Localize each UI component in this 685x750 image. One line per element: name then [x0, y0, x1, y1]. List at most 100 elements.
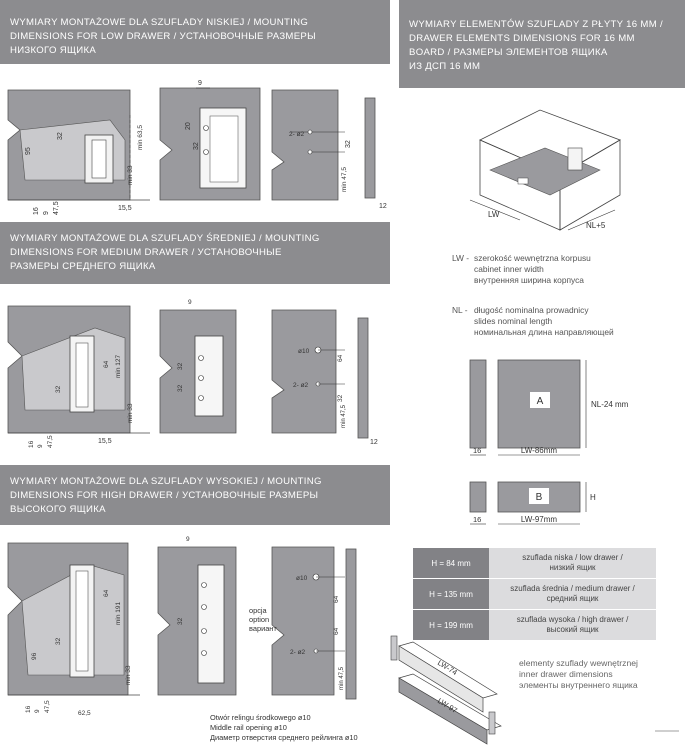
- high-dim-9b: 9: [186, 536, 190, 543]
- option-note-line-3: вариант: [249, 624, 277, 633]
- high-dim-475: 47,5: [44, 700, 51, 713]
- header-elements-line-4: ИЗ ДСП 16 ММ: [409, 61, 481, 72]
- table-row: H = 199 mm szuflada wysoka / high drawer…: [413, 610, 656, 640]
- low-dim-min475: min 47,5: [341, 167, 348, 192]
- high-dim-16: 16: [25, 705, 32, 713]
- high-front-drawing: ø10 2- ø2 64 64 min 47,5: [271, 546, 345, 696]
- table-desc-line-1: szuflada niska / low drawer /: [522, 553, 623, 562]
- high-dim-phi10: ø10: [296, 575, 308, 582]
- header-high-line-2: DIMENSIONS FOR HIGH DRAWER / УСТАНОВОЧНЫ…: [10, 490, 319, 501]
- medium-dim-32c: 32: [177, 384, 184, 392]
- header-low-line-2: DIMENSIONS FOR LOW DRAWER / УСТАНОВОЧНЫЕ…: [10, 31, 316, 42]
- low-dim-9b: 9: [198, 80, 202, 87]
- page-marker: [655, 730, 679, 732]
- legend-nl-abbr: NL -: [452, 305, 468, 315]
- table-height-cell: H = 84 mm: [413, 548, 489, 578]
- table-height-cell: H = 199 mm: [413, 610, 489, 640]
- rail-note-line-2: Middle rail opening ø10: [210, 723, 287, 732]
- low-dim-20: 20: [185, 122, 192, 130]
- medium-dim-9b: 9: [188, 299, 192, 306]
- medium-dim-phi10: ø10: [298, 348, 310, 355]
- legend-lw-line-2: cabinet inner width: [474, 264, 544, 274]
- high-dim-min33: min 33: [125, 665, 132, 685]
- low-section-drawing: 95 32 min 63,5 min 33 16 9 47,5 15,5: [7, 89, 150, 215]
- low-dim-32b: 32: [193, 142, 200, 150]
- header-medium-line-1: WYMIARY MONTAŻOWE DLA SZUFLADY ŚREDNIEJ …: [10, 233, 320, 244]
- medium-dim-64b: 64: [337, 354, 344, 362]
- table-row: H = 84 mm szuflada niska / low drawer / …: [413, 548, 656, 578]
- header-low-line-3: НИЗКОГО ЯЩИКА: [10, 45, 97, 56]
- high-dim-32: 32: [55, 637, 62, 645]
- medium-thickness-drawing: 12: [357, 317, 378, 446]
- header-low-line-1: WYMIARY MONTAŻOWE DLA SZUFLADY NISKIEJ /…: [10, 17, 309, 28]
- inner-caption-line-3: элементы внутреннего ящика: [519, 680, 638, 690]
- medium-dim-32: 32: [55, 385, 62, 393]
- header-high-line-3: ВЫСОКОГО ЯЩИКА: [10, 504, 106, 515]
- table-desc-cell: szuflada średnia / medium drawer / средн…: [489, 579, 656, 609]
- panel-b-height: H: [590, 493, 596, 502]
- header-drawer-elements: WYMIARY ELEMENTÓW SZUFLADY Z PŁYTY 16 MM…: [399, 0, 685, 88]
- low-runner-drawing: 9 20 32: [159, 80, 261, 201]
- table-desc-line-1: szuflada średnia / medium drawer /: [510, 584, 635, 593]
- high-dim-min475: min 47,5: [339, 666, 345, 690]
- table-desc-cell: szuflada niska / low drawer / низкий ящи…: [489, 548, 656, 578]
- low-thickness-drawing: 12: [364, 97, 387, 210]
- header-elements-line-2: DRAWER ELEMENTS DIMENSIONS FOR 16 MM: [409, 33, 635, 44]
- low-dim-min33: min 33: [127, 165, 134, 185]
- panel-a-height: NL-24 mm: [591, 400, 629, 409]
- high-thickness-drawing: [345, 548, 357, 700]
- header-elements-line-1: WYMIARY ELEMENTÓW SZUFLADY Z PŁYTY 16 MM…: [409, 19, 663, 30]
- medium-dim-12: 12: [370, 439, 378, 446]
- high-dim-96: 96: [31, 652, 38, 660]
- header-low-drawer: WYMIARY MONTAŻOWE DLA SZUFLADY NISKIEJ /…: [0, 0, 390, 64]
- panel-b-thickness: 16: [473, 515, 481, 524]
- header-medium-line-2: DIMENSIONS FOR MEDIUM DRAWER / УСТАНОВОЧ…: [10, 247, 282, 258]
- low-dim-155: 15,5: [118, 205, 132, 212]
- header-medium-line-3: РАЗМЕРЫ СРЕДНЕГО ЯЩИКА: [10, 261, 156, 272]
- high-dim-64: 64: [103, 589, 110, 597]
- panel-b-width: LW-97mm: [521, 515, 557, 524]
- rail-note-line-3: Диаметр отверстия среднего рейлинга ø10: [210, 733, 358, 742]
- medium-dim-32d: 32: [337, 394, 344, 402]
- panel-b-drawing: B H 16 LW-97mm: [469, 481, 596, 525]
- cabinet-isometric-drawing: LW NL+5: [469, 109, 621, 231]
- table-desc-line-2: низкий ящик: [549, 563, 596, 572]
- header-elements-line-3: BOARD / РАЗМЕРЫ ЭЛЕМЕНТОВ ЯЩИКА: [409, 47, 608, 58]
- high-runner-drawing: 9 32: [157, 536, 237, 696]
- high-dim-64b: 64: [333, 595, 340, 603]
- table-desc-line-2: высокий ящик: [546, 625, 599, 634]
- medium-dim-155: 15,5: [98, 438, 112, 445]
- panel-a-drawing: A NL-24 mm 16 LW-86mm: [469, 359, 629, 456]
- medium-dim-min33: min 33: [127, 403, 134, 423]
- inner-caption-line-2: inner drawer dimensions: [519, 669, 613, 679]
- medium-dim-min475: min 47,5: [341, 404, 347, 428]
- legend-lw: LW - szerokość wewnętrzna korpusu cabine…: [452, 253, 672, 289]
- header-high-line-1: WYMIARY MONTAŻOWE DLA SZUFLADY WYSOKIEJ …: [10, 476, 322, 487]
- inner-caption-line-1: elementy szuflady wewnętrznej: [519, 658, 638, 668]
- high-dim-min191: min 191: [115, 601, 122, 625]
- low-dim-min635: min 63,5: [137, 125, 144, 150]
- legend-lw-line-3: внутренняя ширина корпуса: [474, 275, 584, 285]
- iso-label-lw: LW: [488, 210, 500, 219]
- table-desc-cell: szuflada wysoka / high drawer / высокий …: [489, 610, 656, 640]
- medium-runner-drawing: 9 32 32: [159, 299, 237, 434]
- panel-a-width: LW-86mm: [521, 446, 557, 455]
- medium-dim-32b: 32: [177, 362, 184, 370]
- high-dim-64c: 64: [333, 627, 340, 635]
- drawer-height-table: H = 84 mm szuflada niska / low drawer / …: [413, 548, 656, 641]
- low-drawer-drawings: 95 32 min 63,5 min 33 16 9 47,5 15,5 9 2…: [7, 80, 387, 215]
- rail-opening-note: Otwór relingu środkowego ø10 Middle rail…: [210, 713, 358, 743]
- legend-nl: NL - długość nominalna prowadnicy slides…: [452, 305, 682, 341]
- high-dim-32b: 32: [177, 617, 184, 625]
- high-dim-phi2: 2- ø2: [290, 649, 306, 656]
- low-front-drawing: 2- ø2 32 min 47,5: [271, 89, 352, 201]
- medium-drawer-drawings: 64 min 127 32 min 33 16 9 47,5 15,5 9 32…: [7, 299, 378, 448]
- legend-nl-line-2: slides nominal length: [474, 316, 553, 326]
- high-dim-625: 62,5: [78, 710, 91, 717]
- low-dim-9: 9: [43, 211, 50, 215]
- high-section-drawing: 64 min 191 96 32 min 33 16 9 47,5 62,5: [7, 542, 140, 717]
- medium-dim-475: 47,5: [47, 435, 54, 448]
- rail-note-line-1: Otwór relingu środkowego ø10: [210, 713, 311, 722]
- panel-b-letter: B: [536, 492, 543, 503]
- table-desc-line-1: szuflada wysoka / high drawer /: [516, 615, 629, 624]
